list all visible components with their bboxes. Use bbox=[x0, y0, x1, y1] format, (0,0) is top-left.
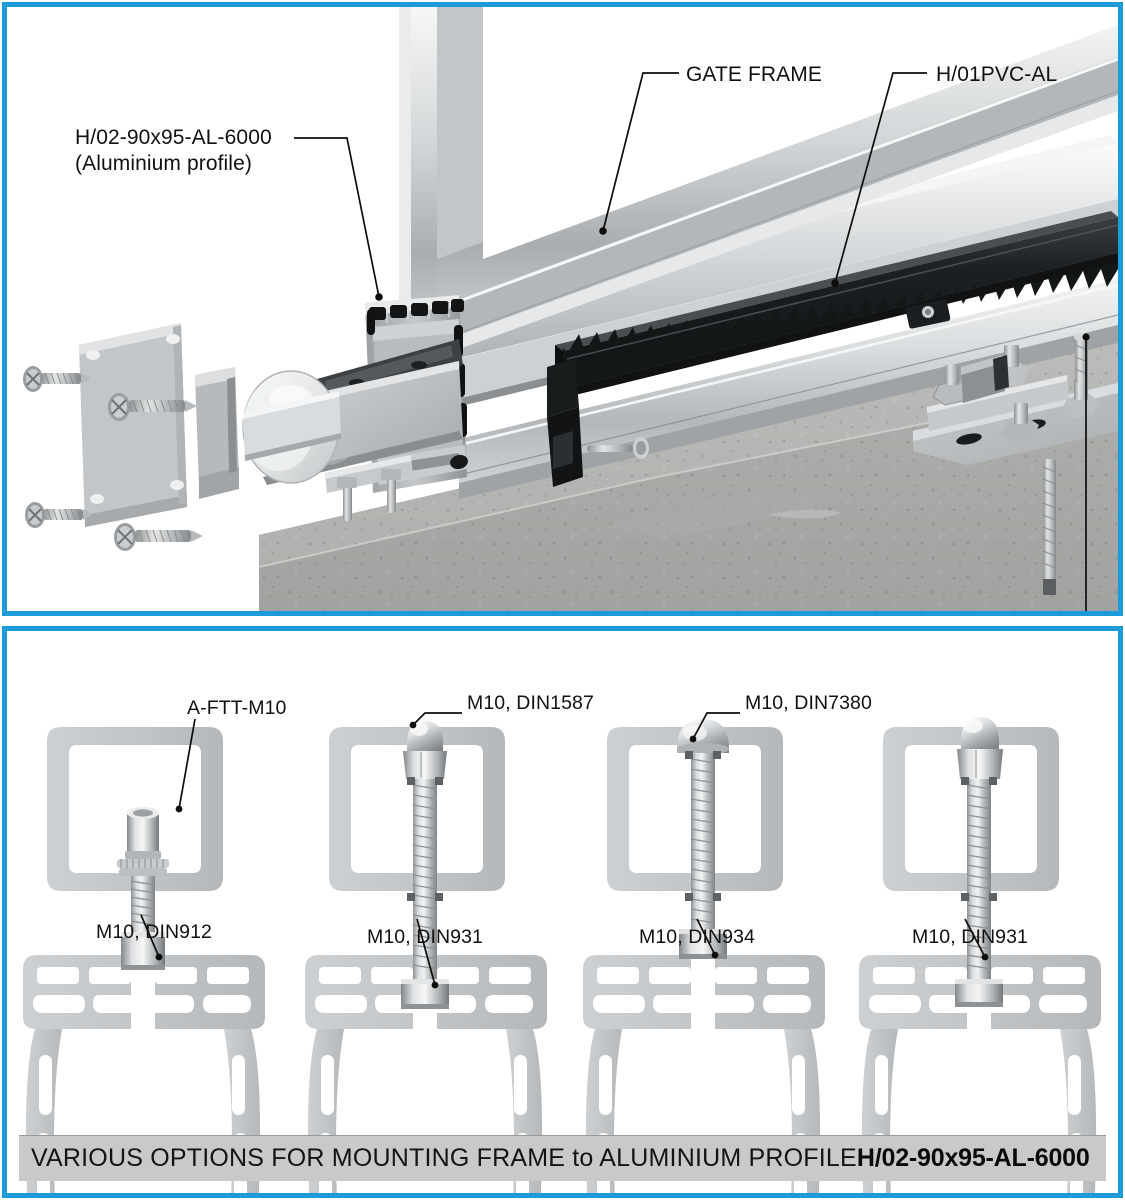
option-4-group bbox=[859, 717, 1101, 1193]
top-assembly-panel: H/02-90x95-AL-6000 (Aluminium profile) G… bbox=[2, 2, 1123, 616]
base-plate-assembly bbox=[913, 333, 1118, 595]
end-cap-plate bbox=[79, 323, 187, 527]
leader-pvc-rack bbox=[834, 72, 927, 284]
option-4-dome-cap-nut bbox=[957, 717, 1003, 779]
label-option-2-bottom: M10, DIN931 bbox=[367, 926, 483, 948]
end-cap-screws bbox=[23, 366, 203, 551]
pvc-rack-H01 bbox=[547, 211, 1118, 487]
leader-opt2-bottom bbox=[416, 918, 436, 986]
rack-teeth bbox=[563, 253, 1118, 398]
end-cap-assembly bbox=[23, 323, 203, 551]
leader-gate-frame bbox=[602, 72, 679, 232]
leader-opt2-top bbox=[412, 712, 462, 726]
leader-opt3-top bbox=[692, 712, 740, 740]
label-gate-frame: GATE FRAME bbox=[686, 63, 822, 86]
bottom-options-panel: A-FTT-M10 M10, DIN912 M10, DIN1587 M10, … bbox=[2, 626, 1123, 1198]
label-option-4-bottom: M10, DIN931 bbox=[912, 926, 1028, 948]
gate-frame bbox=[399, 7, 1118, 357]
bottom-panel-leaders bbox=[140, 712, 989, 989]
option-1-quick-fit-nut bbox=[117, 807, 169, 970]
label-option-1-top: A-FTT-M10 bbox=[187, 697, 287, 719]
bottom-panel-stage: A-FTT-M10 M10, DIN912 M10, DIN1587 M10, … bbox=[7, 631, 1118, 1193]
right-edge-leader bbox=[1082, 333, 1090, 611]
option-1-group bbox=[23, 727, 265, 1193]
label-option-2-top: M10, DIN1587 bbox=[467, 692, 594, 714]
top-panel-stage: H/02-90x95-AL-6000 (Aluminium profile) G… bbox=[7, 7, 1118, 611]
label-option-3-bottom: M10, DIN934 bbox=[639, 926, 755, 948]
label-option-3-top: M10, DIN7380 bbox=[745, 692, 872, 714]
caption-bar: VARIOUS OPTIONS FOR MOUNTING FRAME to AL… bbox=[19, 1135, 1106, 1181]
nylon-roller bbox=[242, 370, 341, 484]
option-2-dome-cap-nut bbox=[403, 721, 447, 779]
leader-opt1-bottom bbox=[140, 914, 160, 958]
label-aluminium-profile-line2: (Aluminium profile) bbox=[75, 151, 252, 175]
leader-opt4-bottom bbox=[964, 918, 986, 958]
leader-opt1-top bbox=[178, 718, 196, 810]
label-option-1-bottom: M10, DIN912 bbox=[96, 921, 212, 943]
caption-text-normal: VARIOUS OPTIONS FOR MOUNTING FRAME to AL… bbox=[31, 1144, 857, 1172]
roller-carriage bbox=[195, 339, 463, 499]
leader-profile bbox=[294, 137, 380, 298]
assembly-illustration bbox=[23, 7, 1118, 611]
option-3-hex-nut-rod bbox=[679, 751, 727, 959]
mounting-options-illustration bbox=[23, 717, 1101, 1193]
label-pvc-rack: H/01PVC-AL bbox=[936, 63, 1058, 86]
concrete-anchor-bolt bbox=[1042, 459, 1057, 595]
levelling-bracket-left bbox=[325, 455, 413, 521]
leader-opt3-bottom bbox=[696, 918, 716, 956]
caption-text-bold: H/02-90x95-AL-6000 bbox=[856, 1144, 1090, 1172]
top-panel-leaders bbox=[294, 72, 927, 301]
rack-fixing-bolt bbox=[587, 437, 649, 459]
label-aluminium-profile-line1: H/02-90x95-AL-6000 bbox=[75, 126, 272, 149]
concrete-slab bbox=[258, 337, 1118, 611]
label-aluminium-profile: H/02-90x95-AL-6000 (Aluminium profile) bbox=[75, 125, 272, 176]
option-3-group bbox=[583, 719, 825, 1193]
rack-clamp-bracket bbox=[905, 299, 951, 329]
